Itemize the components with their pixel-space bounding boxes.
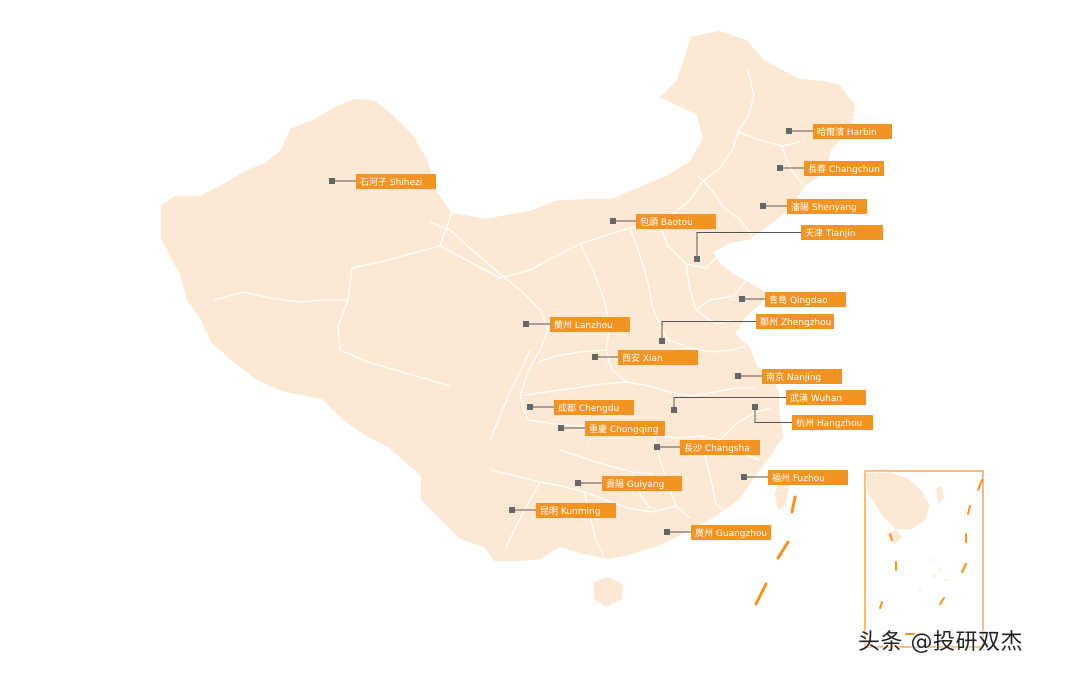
city-marker-baotou[interactable] bbox=[610, 218, 616, 224]
city-label-wuhan[interactable]: 武漢 Wuhan bbox=[786, 390, 866, 405]
inset-taiwan-shape bbox=[936, 486, 944, 504]
city-marker-guiyang[interactable] bbox=[575, 480, 581, 486]
city-label-text-shenyang: 瀋陽 Shenyang bbox=[791, 201, 857, 213]
city-label-box-zhengzhou bbox=[756, 314, 834, 329]
city-label-fuzhou[interactable]: 福州 Fuzhou bbox=[768, 470, 848, 485]
city-label-zhengzhou[interactable]: 鄭州 Zhengzhou bbox=[756, 314, 834, 329]
city-marker-changchun[interactable] bbox=[777, 165, 783, 171]
city-marker-chengdu[interactable] bbox=[527, 404, 533, 410]
south-china-sea-inset bbox=[864, 470, 984, 648]
city-label-box-changsha bbox=[680, 440, 760, 455]
city-label-hangzhou[interactable]: 杭州 Hangzhou bbox=[792, 415, 873, 430]
city-label-text-qingdao: 青島 Qingdao bbox=[769, 294, 828, 306]
city-label-box-chengdu bbox=[554, 400, 634, 415]
city-label-text-changchun: 長春 Changchun bbox=[808, 163, 880, 175]
city-label-text-changsha: 長沙 Changsha bbox=[684, 443, 750, 454]
city-label-text-shihezi: 石河子 Shihezi bbox=[360, 176, 422, 188]
city-label-box-qingdao bbox=[765, 292, 846, 307]
city-label-box-tianjin bbox=[801, 225, 883, 240]
city-marker-xian[interactable] bbox=[592, 354, 598, 360]
city-label-box-harbin bbox=[813, 124, 892, 139]
inset-dashes bbox=[879, 479, 983, 635]
city-leader-lines bbox=[329, 128, 813, 535]
city-label-box-xian bbox=[618, 350, 698, 365]
city-marker-shenyang[interactable] bbox=[760, 203, 766, 209]
city-label-text-tianjin: 天津 Tianjin bbox=[805, 228, 856, 239]
city-label-box-baotou bbox=[636, 214, 716, 229]
city-label-text-baotou: 包頭 Baotou bbox=[640, 216, 693, 228]
city-marker-harbin[interactable] bbox=[786, 128, 792, 134]
city-label-shenyang[interactable]: 瀋陽 Shenyang bbox=[787, 199, 867, 214]
city-label-box-guiyang bbox=[602, 476, 682, 491]
city-label-text-chengdu: 成都 Chengdu bbox=[558, 402, 619, 414]
city-label-text-wuhan: 武漢 Wuhan bbox=[790, 392, 842, 404]
city-marker-hangzhou[interactable] bbox=[752, 404, 758, 410]
city-label-box-shenyang bbox=[787, 199, 867, 214]
city-label-guangzhou[interactable]: 廣州 Guangzhou bbox=[691, 525, 771, 540]
city-label-box-hangzhou bbox=[792, 415, 873, 430]
city-marker-kunming[interactable] bbox=[509, 507, 515, 513]
city-label-box-shihezi bbox=[356, 174, 436, 189]
city-label-text-xian: 西安 Xian bbox=[622, 352, 663, 364]
inset-islands bbox=[918, 550, 954, 592]
city-label-qingdao[interactable]: 青島 Qingdao bbox=[765, 292, 846, 307]
leader-line-zhengzhou bbox=[661, 321, 756, 341]
city-label-box-changchun bbox=[804, 161, 884, 176]
city-label-baotou[interactable]: 包頭 Baotou bbox=[636, 214, 716, 229]
city-label-shihezi[interactable]: 石河子 Shihezi bbox=[356, 174, 436, 189]
leader-line-tianjin bbox=[696, 232, 801, 259]
city-label-text-guangzhou: 廣州 Guangzhou bbox=[695, 527, 767, 539]
leader-line-hangzhou bbox=[754, 407, 792, 423]
city-label-box-fuzhou bbox=[768, 470, 848, 485]
city-marker-guangzhou[interactable] bbox=[664, 529, 670, 535]
hainan-island-shape bbox=[591, 575, 625, 609]
city-label-text-zhengzhou: 鄭州 Zhengzhou bbox=[760, 316, 831, 328]
city-label-text-harbin: 哈爾濱 Harbin bbox=[817, 126, 877, 138]
city-label-text-kunming: 昆明 Kunming bbox=[540, 506, 600, 517]
city-label-chengdu[interactable]: 成都 Chengdu bbox=[554, 400, 634, 415]
city-label-box-nanjing bbox=[762, 369, 842, 384]
city-label-lanzhou[interactable]: 蘭州 Lanzhou bbox=[550, 317, 630, 332]
city-label-box-wuhan bbox=[786, 390, 866, 405]
city-label-kunming[interactable]: 昆明 Kunming bbox=[536, 503, 616, 518]
city-labels: 哈爾濱 Harbin 長春 Changchun 瀋陽 Shenyang 天津 Tian… bbox=[356, 124, 892, 540]
city-marker-zhengzhou[interactable] bbox=[659, 338, 665, 344]
city-label-tianjin[interactable]: 天津 Tianjin bbox=[801, 225, 883, 240]
city-label-guiyang[interactable]: 貴陽 Guiyang bbox=[602, 476, 682, 491]
sea-boundary-dashes bbox=[754, 495, 797, 606]
city-label-text-guiyang: 貴陽 Guiyang bbox=[606, 478, 664, 490]
city-label-text-hangzhou: 杭州 Hangzhou bbox=[796, 417, 862, 429]
inset-mainland-shape bbox=[865, 471, 931, 531]
city-label-xian[interactable]: 西安 Xian bbox=[618, 350, 698, 365]
city-marker-fuzhou[interactable] bbox=[741, 474, 747, 480]
watermark-text: 头条 @投研双杰 bbox=[858, 630, 1023, 655]
mainland-shape bbox=[159, 29, 857, 563]
city-label-chongqing[interactable]: 重慶 Chongqing bbox=[585, 421, 665, 436]
city-label-harbin[interactable]: 哈爾濱 Harbin bbox=[813, 124, 892, 139]
city-label-text-chongqing: 重慶 Chongqing bbox=[589, 423, 658, 435]
city-label-nanjing[interactable]: 南京 Nanjing bbox=[762, 369, 842, 384]
city-label-text-fuzhou: 福州 Fuzhou bbox=[772, 472, 825, 484]
city-marker-lanzhou[interactable] bbox=[523, 321, 529, 327]
city-marker-chongqing[interactable] bbox=[558, 425, 564, 431]
city-label-box-lanzhou bbox=[550, 317, 630, 332]
city-marker-changsha[interactable] bbox=[654, 444, 660, 450]
city-label-changchun[interactable]: 長春 Changchun bbox=[804, 161, 884, 176]
city-label-changsha[interactable]: 長沙 Changsha bbox=[680, 440, 760, 455]
city-label-text-lanzhou: 蘭州 Lanzhou bbox=[554, 319, 613, 331]
city-label-box-guangzhou bbox=[691, 525, 771, 540]
city-marker-wuhan[interactable] bbox=[671, 407, 677, 413]
city-label-text-nanjing: 南京 Nanjing bbox=[766, 371, 821, 383]
city-marker-shihezi[interactable] bbox=[329, 178, 335, 184]
city-marker-nanjing[interactable] bbox=[735, 373, 741, 379]
city-marker-tianjin[interactable] bbox=[694, 256, 700, 262]
leader-line-wuhan bbox=[673, 397, 786, 410]
city-label-box-kunming bbox=[536, 503, 616, 518]
city-label-box-chongqing bbox=[585, 421, 665, 436]
city-marker-qingdao[interactable] bbox=[739, 296, 745, 302]
